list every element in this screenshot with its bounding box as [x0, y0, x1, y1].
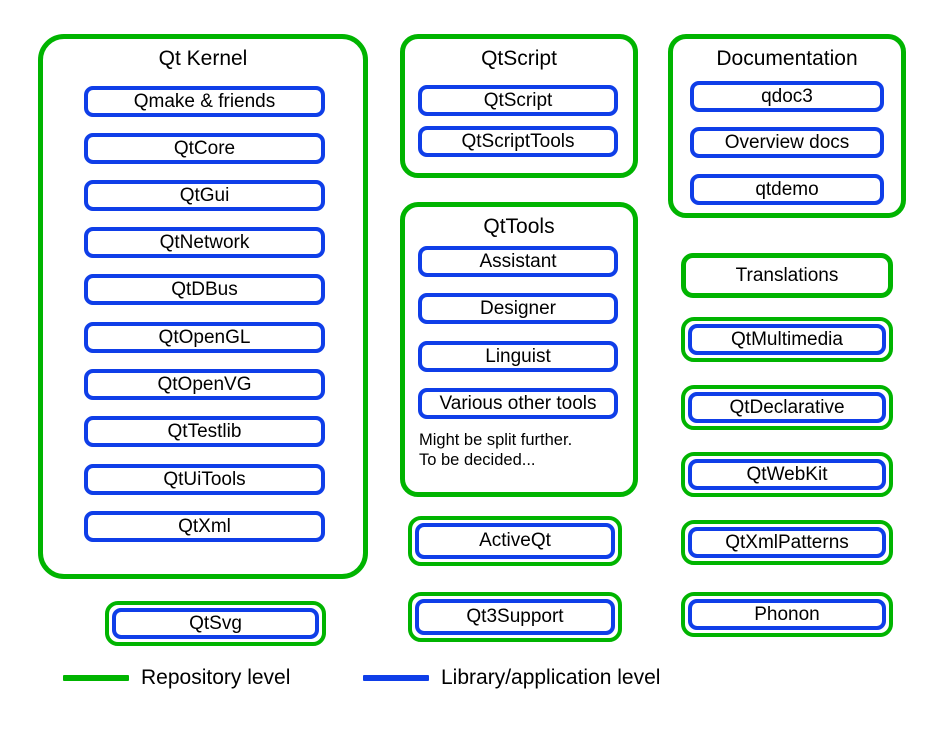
lib-box-label: QtScriptTools [461, 130, 575, 152]
lib-box-label: QtOpenGL [158, 326, 251, 348]
lib-box-label: Assistant [479, 250, 557, 272]
lib-box-qtopenvg[interactable]: QtOpenVG [84, 369, 325, 400]
group-title-qtscript: QtScript [481, 47, 557, 70]
lib-box-label: QtGui [179, 184, 230, 206]
combo-box-qtxmlpatterns[interactable]: QtXmlPatterns [681, 520, 893, 565]
combo-box-activeqt[interactable]: ActiveQt [408, 516, 622, 566]
lib-box-qtscripttools[interactable]: QtScriptTools [418, 126, 618, 157]
combo-box-label: QtSvg [189, 612, 242, 634]
lib-box-label: qtdemo [755, 178, 819, 200]
repo-box-label: Translations [735, 264, 839, 286]
combo-box-label: QtWebKit [746, 463, 828, 485]
legend-entry-repository-level: Repository level [63, 664, 290, 692]
lib-box-label: QtDBus [171, 278, 238, 300]
combo-box-label: QtMultimedia [731, 328, 843, 350]
legend-swatch-repository [63, 675, 129, 681]
combo-box-phonon[interactable]: Phonon [681, 592, 893, 637]
legend-entry-library-level: Library/application level [363, 664, 660, 692]
lib-box-qtscript[interactable]: QtScript [418, 85, 618, 116]
lib-box-label: Designer [479, 297, 557, 319]
combo-box-label: QtDeclarative [729, 396, 845, 418]
lib-box-label: QtUiTools [163, 468, 246, 490]
group-title-qt-kernel: Qt Kernel [158, 47, 248, 70]
legend-label-repository: Repository level [141, 666, 291, 689]
legend: Repository level Library/application lev… [0, 660, 951, 700]
combo-box-label: Phonon [754, 603, 820, 625]
combo-box-qt3support[interactable]: Qt3Support [408, 592, 622, 642]
lib-box-designer[interactable]: Designer [418, 293, 618, 324]
lib-box-qtgui[interactable]: QtGui [84, 180, 325, 211]
lib-box-qtuitools[interactable]: QtUiTools [84, 464, 325, 495]
combo-box-inner: ActiveQt [415, 523, 615, 559]
combo-box-inner: QtMultimedia [688, 324, 886, 355]
lib-box-qmake-and-friends[interactable]: Qmake & friends [84, 86, 325, 117]
lib-box-qtdbus[interactable]: QtDBus [84, 274, 325, 305]
combo-box-label: QtXmlPatterns [725, 531, 849, 553]
combo-box-label: Qt3Support [466, 606, 564, 627]
combo-box-inner: QtSvg [112, 608, 319, 639]
group-title-qttools: QtTools [483, 215, 555, 238]
lib-box-qtopengl[interactable]: QtOpenGL [84, 322, 325, 353]
legend-swatch-library [363, 675, 429, 681]
combo-box-inner: QtXmlPatterns [688, 527, 886, 558]
lib-box-qtxml[interactable]: QtXml [84, 511, 325, 542]
lib-box-label: Overview docs [724, 131, 850, 153]
combo-box-inner: QtWebKit [688, 459, 886, 490]
repo-box-translations[interactable]: Translations [681, 253, 893, 298]
combo-box-qtsvg[interactable]: QtSvg [105, 601, 326, 646]
lib-box-label: QtOpenVG [157, 373, 252, 395]
combo-box-inner: Qt3Support [415, 599, 615, 635]
lib-box-label: qdoc3 [761, 85, 813, 107]
lib-box-assistant[interactable]: Assistant [418, 246, 618, 277]
lib-box-qttestlib[interactable]: QtTestlib [84, 416, 325, 447]
lib-box-label: QtTestlib [167, 420, 242, 442]
legend-label-library: Library/application level [441, 666, 661, 689]
lib-box-label: Linguist [485, 345, 551, 367]
combo-box-qtmultimedia[interactable]: QtMultimedia [681, 317, 893, 362]
lib-box-label: QtScript [483, 89, 553, 111]
combo-box-inner: QtDeclarative [688, 392, 886, 423]
lib-box-qdoc3[interactable]: qdoc3 [690, 81, 884, 112]
lib-box-label: QtCore [173, 137, 236, 159]
lib-box-qtnetwork[interactable]: QtNetwork [84, 227, 325, 258]
lib-box-label: Qmake & friends [133, 90, 276, 112]
lib-box-label: QtXml [178, 515, 231, 537]
combo-box-label: ActiveQt [479, 530, 551, 551]
lib-box-various-other-tools[interactable]: Various other tools [418, 388, 618, 419]
qttools-note: Might be split further. To be decided... [419, 431, 573, 469]
lib-box-label: Various other tools [439, 392, 597, 414]
combo-box-qtdeclarative[interactable]: QtDeclarative [681, 385, 893, 430]
lib-box-linguist[interactable]: Linguist [418, 341, 618, 372]
combo-box-qtwebkit[interactable]: QtWebKit [681, 452, 893, 497]
lib-box-qtcore[interactable]: QtCore [84, 133, 325, 164]
lib-box-qtdemo[interactable]: qtdemo [690, 174, 884, 205]
lib-box-label: QtNetwork [159, 231, 250, 253]
combo-box-inner: Phonon [688, 599, 886, 630]
lib-box-overview-docs[interactable]: Overview docs [690, 127, 884, 158]
group-title-documentation: Documentation [716, 47, 858, 70]
